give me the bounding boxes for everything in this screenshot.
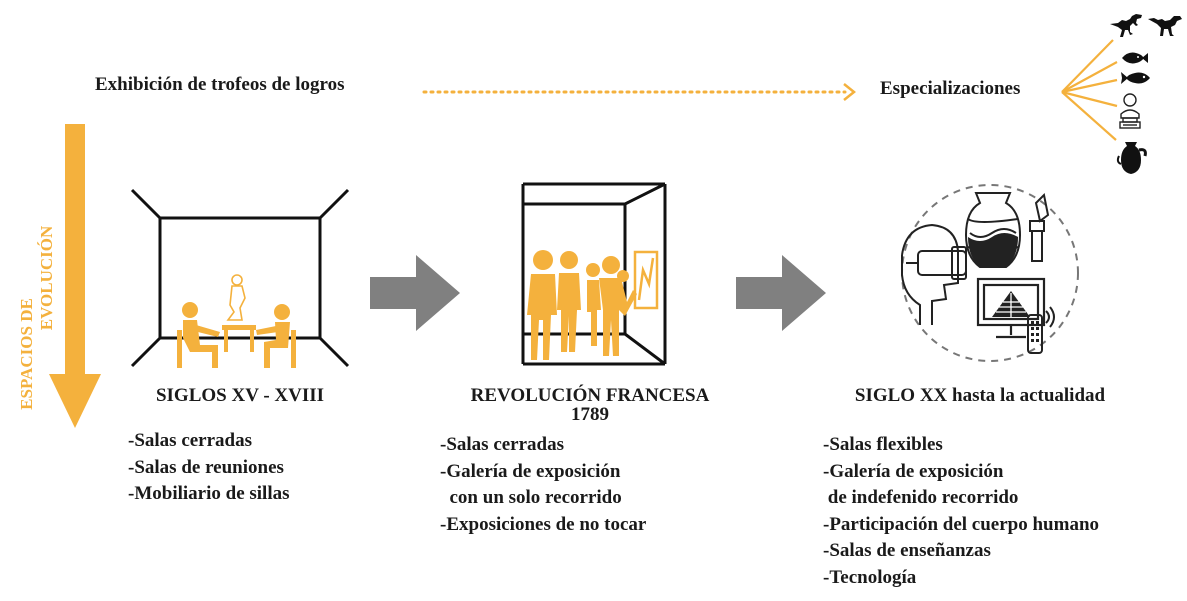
technology-illustration xyxy=(901,184,1079,362)
era-1-features: -Salas cerradas -Salas de reuniones -Mob… xyxy=(128,428,290,508)
meeting-room-illustration xyxy=(130,188,350,368)
era-1-title: SIGLOS XV - XVIII xyxy=(155,385,325,406)
era-3-features: -Salas flexibles -Galería de exposición … xyxy=(823,432,1099,591)
list-item: -Exposiciones de no tocar xyxy=(440,513,647,535)
era-2-title: REVOLUCIÓN FRANCESA 1789 xyxy=(440,386,740,424)
fish-icon xyxy=(1121,72,1150,84)
list-item: -Salas flexibles xyxy=(823,434,943,455)
vase-icon xyxy=(1116,142,1147,174)
era-2-title-line1: REVOLUCIÓN FRANCESA xyxy=(470,385,710,406)
list-item: -Galería de exposición xyxy=(823,460,1004,482)
dotted-arrow xyxy=(422,83,857,101)
dinosaur-icon xyxy=(1148,16,1182,36)
progression-arrow-2 xyxy=(736,255,826,331)
list-item: -Salas cerradas xyxy=(440,434,565,455)
list-item: -Galería de exposición xyxy=(440,460,621,482)
fish-icon xyxy=(1122,52,1148,64)
timeline-label-line1: ESPACIOS DE xyxy=(17,298,36,410)
era-2-features: -Salas cerradas -Galería de exposición c… xyxy=(440,432,646,538)
bust-statue-icon xyxy=(1119,93,1141,129)
specializations-label: Especializaciones xyxy=(880,78,1021,99)
era-3-title: SIGLO XX hasta la actualidad xyxy=(854,385,1106,406)
list-item: -Participación del cuerpo humano xyxy=(823,513,1100,535)
dinosaur-icon xyxy=(1110,14,1142,37)
evolution-timeline-arrow xyxy=(49,124,101,428)
trophy-exhibition-label: Exhibición de trofeos de logros xyxy=(95,74,345,95)
list-item: con un solo recorrido xyxy=(440,487,622,508)
timeline-label-line2: EVOLUCIÓN xyxy=(37,225,56,330)
list-item: -Tecnología xyxy=(823,566,917,588)
list-item: -Mobiliario de sillas xyxy=(128,483,290,504)
list-item: -Salas de enseñanzas xyxy=(823,540,991,561)
progression-arrow-1 xyxy=(370,255,460,331)
list-item: -Salas de reuniones xyxy=(128,456,284,478)
list-item: de indefenido recorrido xyxy=(823,487,1019,508)
gallery-illustration xyxy=(521,182,667,366)
era-2-title-line2: 1789 xyxy=(571,404,609,425)
list-item: -Salas cerradas xyxy=(128,430,253,451)
timeline-label: ESPACIOS DE EVOLUCIÓN xyxy=(17,225,56,410)
